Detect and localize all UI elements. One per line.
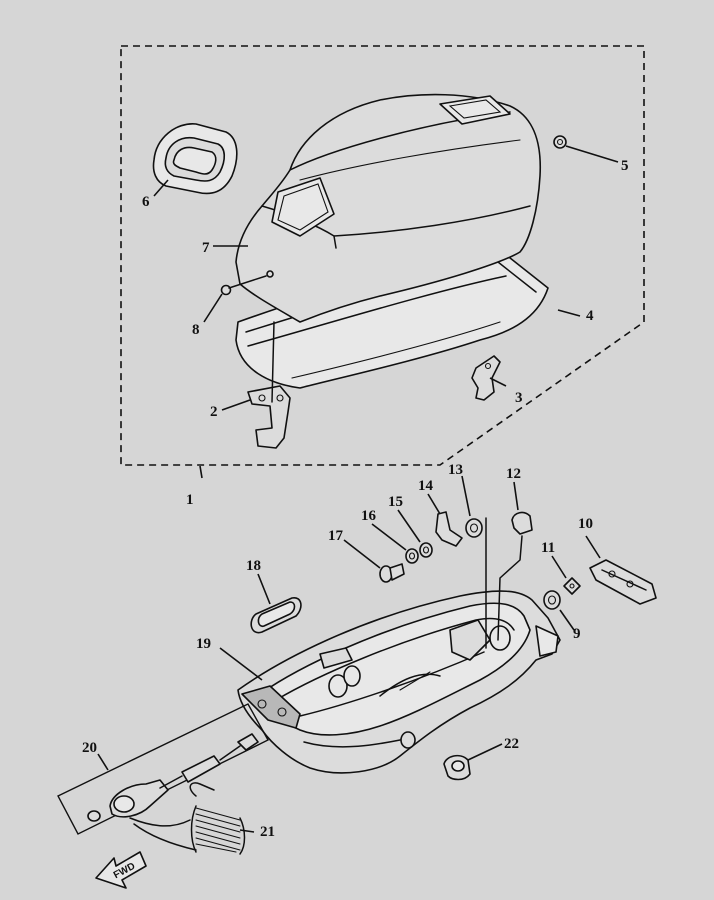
part-8-screw <box>220 270 274 296</box>
part-15-washer <box>419 542 433 558</box>
callout-11: 11 <box>541 540 555 556</box>
part-18-grommet <box>250 597 302 634</box>
part-7-top-cowling <box>235 93 542 323</box>
part-5-bolt <box>553 135 567 149</box>
fwd-direction-arrow: FWD <box>95 851 147 889</box>
callout-9: 9 <box>573 626 581 642</box>
part-10-lever <box>589 559 657 605</box>
part-16-washer <box>405 548 419 564</box>
part-9-collar <box>543 590 561 610</box>
part-21-lanyard-coil <box>133 782 246 855</box>
part-19-bottom-cowling <box>237 590 561 774</box>
callout-5: 5 <box>621 158 629 174</box>
callout-2: 2 <box>210 404 218 420</box>
part-12-clamp <box>497 511 533 641</box>
part-3-latch-bracket <box>471 355 501 401</box>
callout-18: 18 <box>246 558 261 574</box>
callout-4: 4 <box>586 308 594 324</box>
callout-10: 10 <box>578 516 593 532</box>
callout-19: 19 <box>196 636 211 652</box>
part-17-plug <box>379 563 405 583</box>
part-6-intake-grommet <box>152 123 238 195</box>
part-14-spring-clip <box>435 511 463 547</box>
callout-14: 14 <box>418 478 434 494</box>
part-22-plug <box>400 731 471 781</box>
callout-22: 22 <box>504 736 519 752</box>
callout-labels: 1 2 3 4 5 6 7 8 9 10 11 12 13 14 15 16 1… <box>82 158 629 840</box>
part-11-washer <box>563 577 581 595</box>
part-20-stop-switch-assembly <box>57 703 269 835</box>
callout-13: 13 <box>448 462 463 478</box>
callout-8: 8 <box>192 322 200 338</box>
callout-17: 17 <box>328 528 344 544</box>
callout-21: 21 <box>260 824 275 840</box>
callout-1: 1 <box>186 492 194 508</box>
callout-20: 20 <box>82 740 97 756</box>
callout-16: 16 <box>361 508 377 524</box>
callout-15: 15 <box>388 494 403 510</box>
part-2-latch-bracket <box>247 321 291 449</box>
leader-lines <box>97 145 619 833</box>
callout-12: 12 <box>506 466 521 482</box>
callout-7: 7 <box>202 240 210 256</box>
top-cowling-assembly-boundary <box>120 45 645 466</box>
callout-6: 6 <box>142 194 150 210</box>
part-13-bushing <box>465 517 487 649</box>
callout-3: 3 <box>515 390 523 406</box>
